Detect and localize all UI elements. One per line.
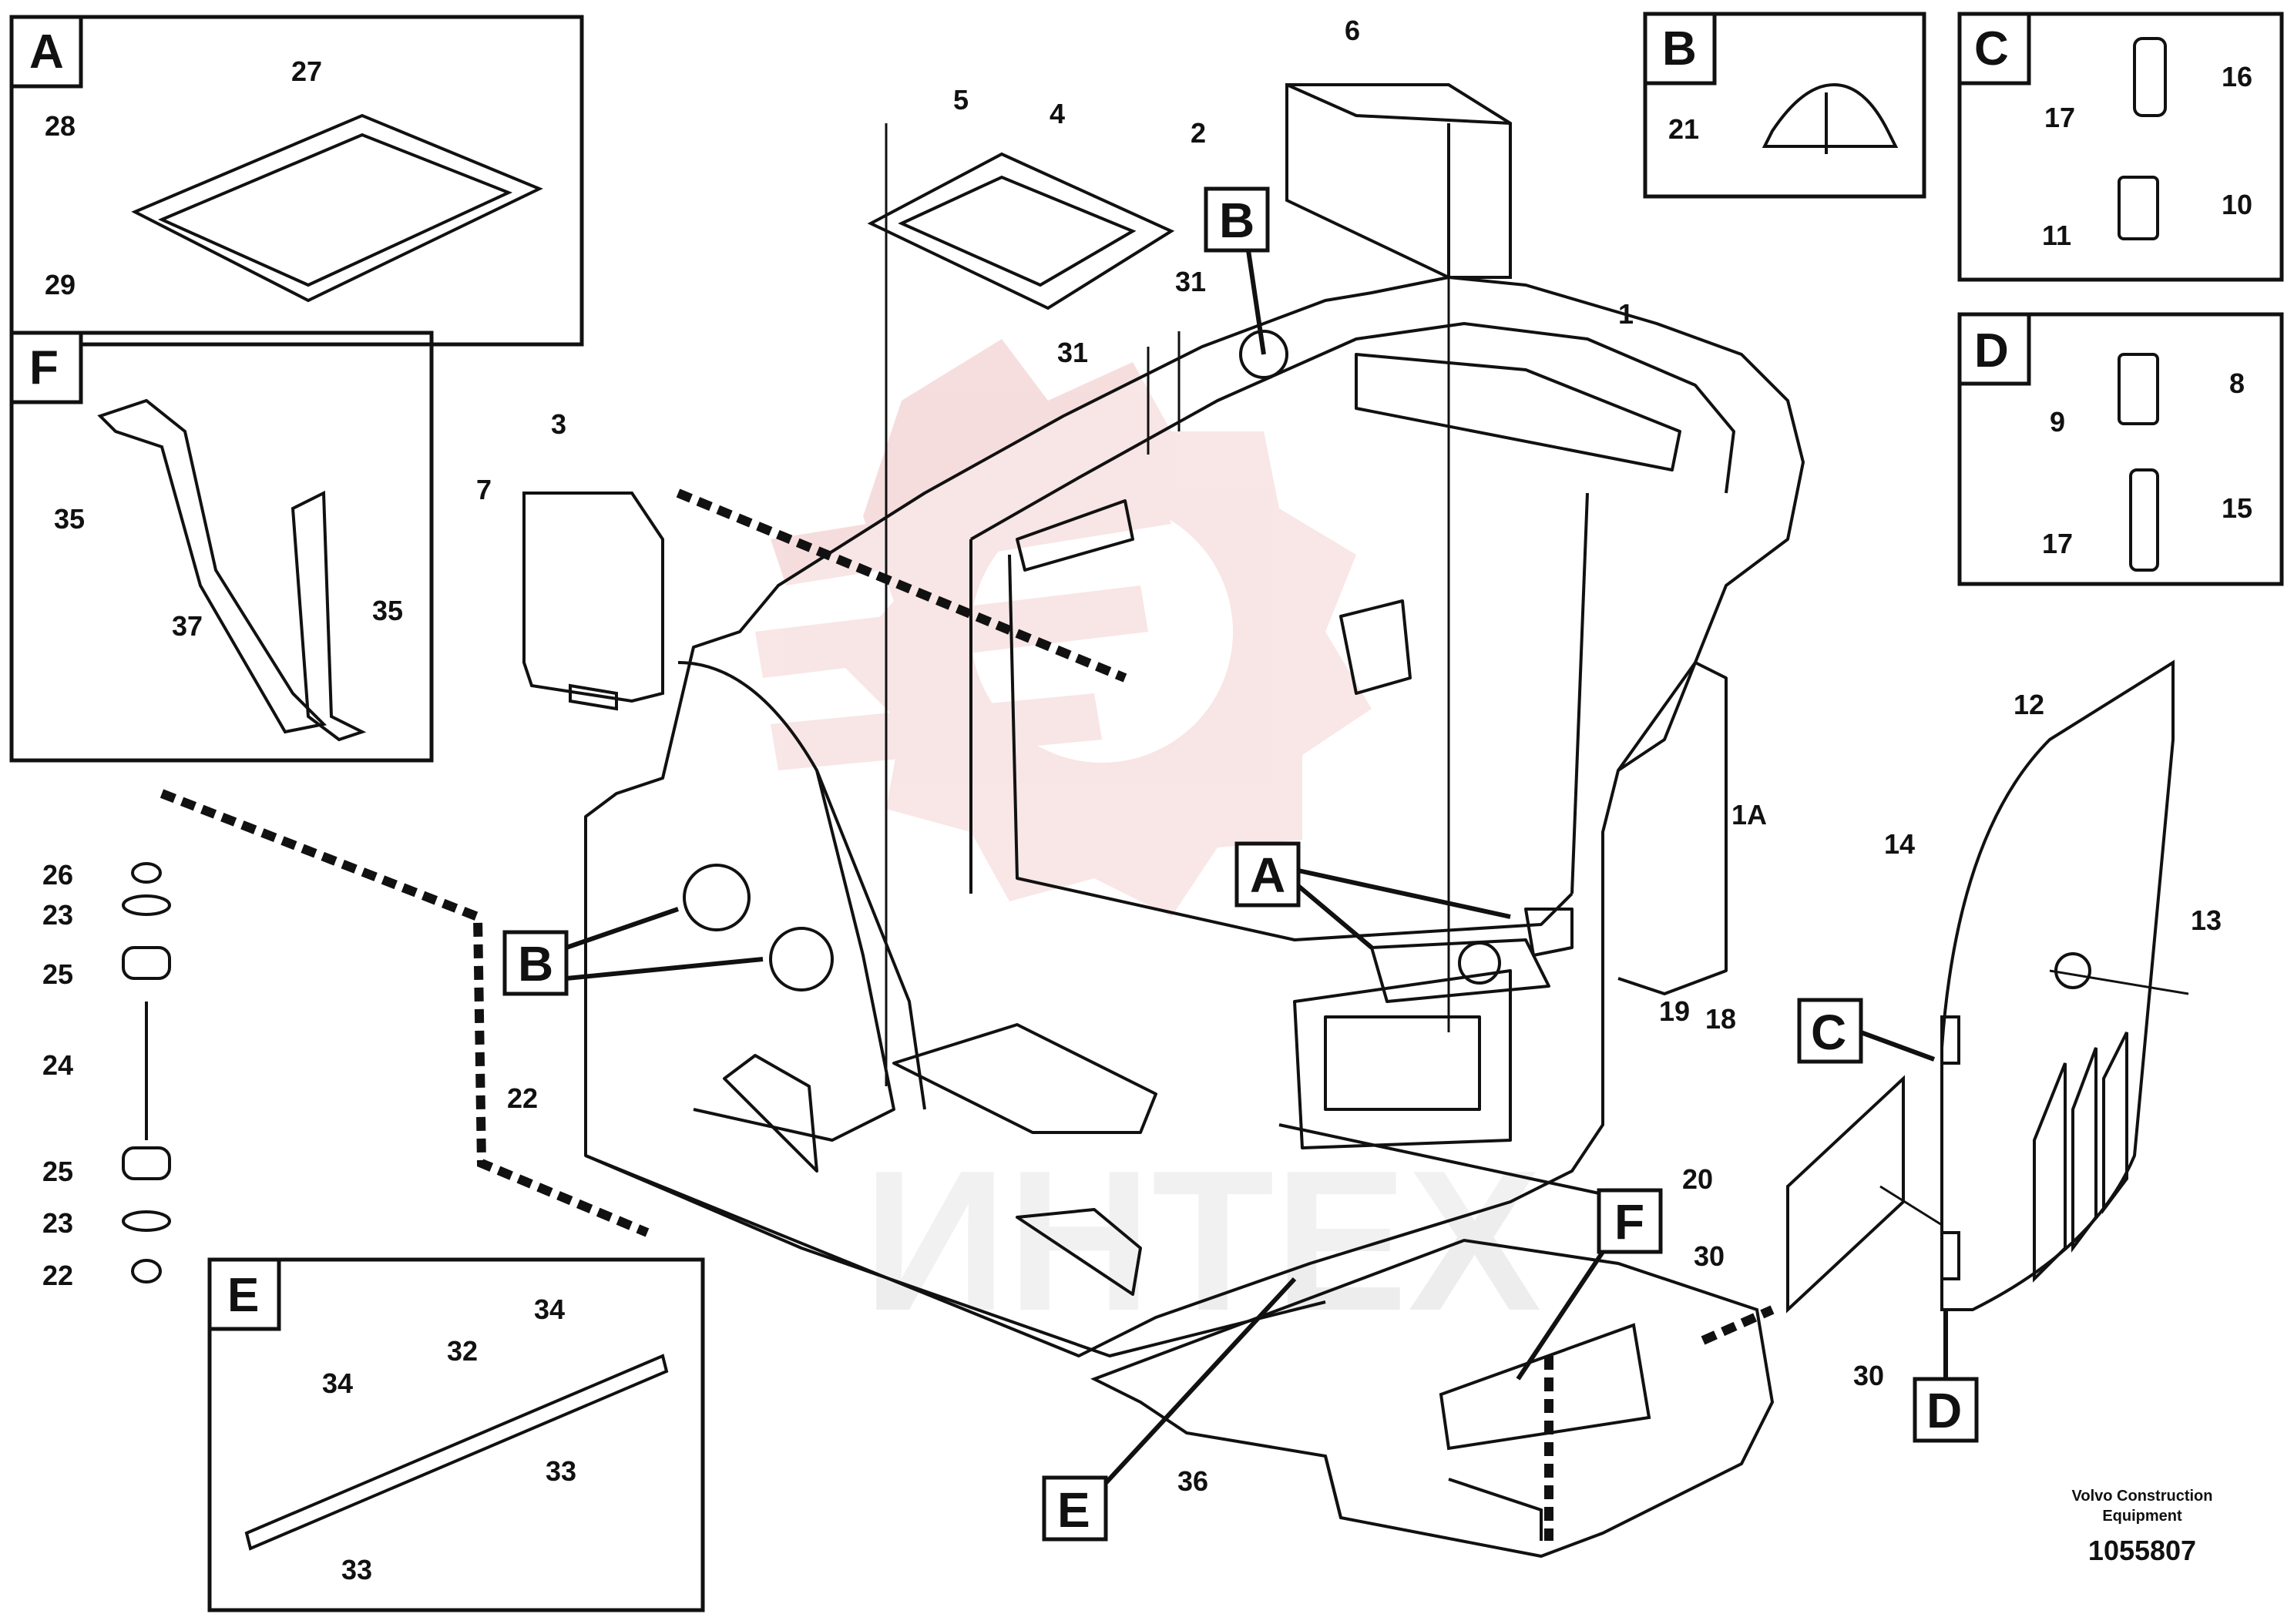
part-label-26: 26 — [42, 859, 73, 891]
part-label-27: 27 — [291, 55, 322, 87]
part-label-30-b: 30 — [1853, 1360, 1884, 1391]
callout-a: A — [1234, 841, 1511, 950]
part-label-14: 14 — [1884, 828, 1915, 860]
detail-box-f: F 35 37 35 — [9, 331, 434, 763]
part-label-24: 24 — [42, 1049, 73, 1081]
part-label-22-b: 22 — [42, 1260, 73, 1291]
part-label-35-b: 35 — [372, 595, 403, 626]
detail-letter-a: A — [29, 25, 64, 79]
part-label-34-a: 34 — [534, 1293, 565, 1325]
part-label-29: 29 — [45, 269, 76, 300]
part-label-25-b: 25 — [42, 1156, 73, 1187]
svg-text:B: B — [518, 936, 553, 992]
routing-dashes — [160, 488, 1775, 1541]
part-label-9: 9 — [2050, 406, 2065, 438]
detail-letter-e: E — [227, 1269, 259, 1322]
side-cover-panel-icon — [1940, 659, 2175, 1311]
callout-boxes: A B B C D E F — [502, 186, 1979, 1542]
floor-mat-grate-icon — [131, 113, 543, 303]
detail-letter-f: F — [29, 341, 59, 394]
callout-b-top: B — [1204, 186, 1270, 355]
detail-letter-c: C — [1974, 22, 2009, 75]
part-label-1a: 1A — [1731, 799, 1767, 830]
storage-box-icon — [1285, 83, 1512, 279]
part-label-17-c: 17 — [2044, 102, 2075, 133]
maker-line-1: Volvo Construction — [2072, 1488, 2213, 1505]
part-label-30-a: 30 — [1694, 1240, 1725, 1272]
part-label-19: 19 — [1659, 995, 1690, 1027]
part-label-8: 8 — [2229, 367, 2245, 399]
callout-c: C — [1797, 998, 1936, 1064]
watermark-stripes — [755, 478, 1171, 770]
part-label-22-a: 22 — [507, 1082, 538, 1114]
footer: Volvo Construction Equipment 1055807 — [2072, 1488, 2213, 1566]
part-label-3: 3 — [551, 408, 566, 440]
part-label-23-a: 23 — [42, 899, 73, 931]
storage-tray-icon — [1090, 1238, 1775, 1559]
part-label-13: 13 — [2191, 904, 2222, 936]
part-label-4: 4 — [1050, 98, 1065, 129]
part-label-28: 28 — [45, 110, 76, 142]
part-label-23-b: 23 — [42, 1207, 73, 1239]
part-label-20: 20 — [1682, 1163, 1713, 1195]
part-label-21: 21 — [1668, 113, 1699, 145]
svg-text:E: E — [1057, 1482, 1090, 1538]
svg-text:D: D — [1926, 1383, 1962, 1438]
callout-e: E — [1042, 1277, 1297, 1542]
callout-f: F — [1516, 1188, 1663, 1381]
detail-box-c: C 16 17 10 11 — [1957, 12, 2284, 282]
cover-plate-icon — [1786, 1075, 1905, 1314]
svg-text:C: C — [1811, 1005, 1846, 1060]
part-label-1: 1 — [1618, 298, 1634, 330]
part-label-11: 11 — [2042, 220, 2071, 251]
callout-d: D — [1913, 1310, 1979, 1443]
part-label-7: 7 — [476, 474, 492, 505]
detail-box-b: B 21 — [1643, 12, 1926, 199]
part-label-37: 37 — [172, 610, 203, 642]
part-label-12: 12 — [2014, 689, 2044, 720]
part-label-31-b: 31 — [1057, 337, 1088, 368]
part-label-33-a: 33 — [546, 1455, 576, 1487]
part-label-32: 32 — [447, 1335, 478, 1367]
svg-text:B: B — [1219, 193, 1254, 248]
leader-lines — [885, 123, 2189, 1226]
part-label-15: 15 — [2222, 492, 2252, 524]
part-label-10: 10 — [2222, 189, 2252, 220]
svg-text:F: F — [1614, 1194, 1644, 1250]
main-part-labels: 1 1A 2 3 4 5 6 7 12 13 14 18 19 20 22 23… — [42, 15, 2222, 1497]
watermark-gear-icon — [840, 339, 1372, 917]
detail-box-d: D 8 9 15 17 — [1957, 312, 2284, 586]
clamp-strap-icon — [97, 398, 367, 742]
drawing-number: 1055807 — [2088, 1535, 2196, 1566]
callout-b-left: B — [502, 907, 764, 996]
part-label-33-b: 33 — [341, 1554, 372, 1585]
cab-floor-frame-icon — [584, 276, 1805, 1357]
hatch-cover-icon — [867, 152, 1175, 310]
part-label-6: 6 — [1345, 15, 1360, 46]
grommet-plug-icon — [1762, 82, 1899, 154]
access-lid-icon — [522, 492, 664, 711]
part-label-17-d: 17 — [2042, 528, 2073, 559]
part-label-36: 36 — [1177, 1465, 1208, 1497]
part-label-18: 18 — [1705, 1003, 1736, 1035]
part-label-25-a: 25 — [42, 958, 73, 990]
detail-letter-b: B — [1662, 22, 1697, 75]
rubber-mount-icon — [122, 862, 171, 1283]
detail-box-e: E 34 32 34 33 33 — [207, 1257, 705, 1612]
part-label-34-b: 34 — [322, 1367, 353, 1399]
maker-line-2: Equipment — [2102, 1508, 2182, 1525]
part-label-16: 16 — [2222, 61, 2252, 92]
part-label-5: 5 — [953, 84, 969, 116]
part-label-2: 2 — [1191, 117, 1206, 149]
step-bar-icon — [244, 1354, 669, 1551]
detail-box-a: A 27 28 29 — [9, 15, 584, 347]
hinge-pin-icon — [2118, 37, 2167, 572]
part-label-35-a: 35 — [54, 503, 85, 535]
svg-text:A: A — [1250, 847, 1285, 903]
part-label-31-a: 31 — [1175, 266, 1206, 297]
detail-letter-d: D — [1974, 324, 2009, 377]
